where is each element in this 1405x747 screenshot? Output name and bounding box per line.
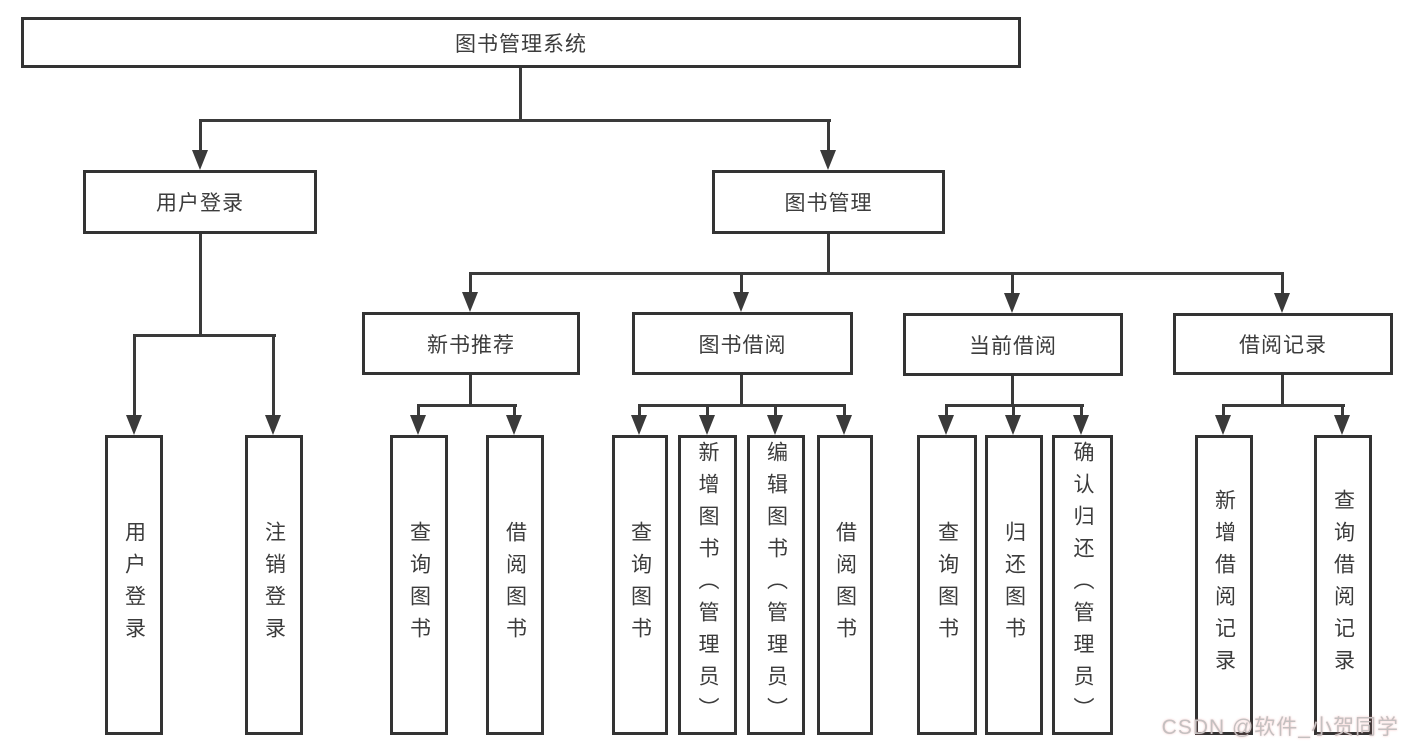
leaf-user-login: 用户登录: [105, 435, 163, 735]
connector-root-down: [519, 68, 522, 121]
leaf-borrow-add-book-label: 新增图书（管理员）: [696, 441, 719, 729]
node-new-book-recommend-label: 新书推荐: [427, 333, 515, 357]
node-borrow-record: 借阅记录: [1173, 313, 1393, 375]
arrowhead-icon: [1005, 415, 1021, 435]
arrowhead-icon: [631, 415, 647, 435]
connector-drop: [945, 404, 948, 417]
arrowhead-icon: [1073, 415, 1089, 435]
arrowhead-icon: [938, 415, 954, 435]
connector-drop: [774, 404, 777, 417]
leaf-borrow-book: 借阅图书: [817, 435, 873, 735]
connector-drop: [1080, 404, 1083, 417]
connector-drop: [1222, 404, 1225, 417]
connector-current-borrow-down: [1011, 376, 1014, 407]
leaf-current-query: 查询图书: [917, 435, 977, 735]
connector-drop: [272, 334, 275, 417]
leaf-current-query-label: 查询图书: [935, 521, 959, 649]
connector-to-user-login: [199, 119, 202, 152]
leaf-newbook-query: 查询图书: [390, 435, 448, 735]
arrowhead-icon: [1334, 415, 1350, 435]
leaf-borrow-edit-book: 编辑图书（管理员）: [747, 435, 805, 735]
arrowhead-icon: [506, 415, 522, 435]
arrowhead-icon: [1274, 293, 1290, 313]
arrowhead-icon: [265, 415, 281, 435]
arrowhead-icon: [126, 415, 142, 435]
node-borrow-record-label: 借阅记录: [1239, 334, 1327, 357]
leaf-confirm-return-label: 确认归还（管理员）: [1071, 441, 1094, 729]
connector-drop: [469, 272, 472, 294]
connector-drop: [513, 404, 516, 417]
connector-drop: [638, 404, 641, 417]
connector-drop: [1012, 404, 1015, 417]
connector-drop: [1341, 404, 1344, 417]
arrowhead-icon: [733, 292, 749, 312]
connector-drop: [133, 334, 136, 417]
node-root-label: 图书管理系统: [455, 32, 587, 56]
connector-drop: [843, 404, 846, 417]
node-book-management-label: 图书管理: [784, 192, 873, 215]
leaf-logout: 注销登录: [245, 435, 303, 735]
connector-book-borrow-down: [740, 375, 743, 407]
node-user-login-label: 用户登录: [156, 192, 244, 215]
leaf-add-borrow-record: 新增借阅记录: [1195, 435, 1253, 735]
connector-root-split: [199, 119, 831, 122]
connector-drop: [1281, 272, 1284, 295]
node-root: 图书管理系统: [21, 17, 1021, 68]
connector-to-book-management: [827, 119, 830, 152]
leaf-confirm-return: 确认归还（管理员）: [1052, 435, 1113, 735]
leaf-return-book: 归还图书: [985, 435, 1043, 735]
node-book-management: 图书管理: [712, 170, 945, 234]
connector-book-management-split: [469, 272, 1283, 275]
connector-drop: [1011, 272, 1014, 295]
arrowhead-icon: [1004, 293, 1020, 313]
connector-borrow-record-down: [1281, 375, 1284, 407]
connector-user-login-split: [133, 334, 276, 337]
connector-user-login-down: [199, 234, 202, 336]
leaf-newbook-borrow-label: 借阅图书: [503, 521, 527, 649]
connector-drop: [740, 272, 743, 294]
leaf-logout-label: 注销登录: [262, 521, 286, 649]
arrowhead-icon: [410, 415, 426, 435]
node-current-borrow: 当前借阅: [903, 313, 1123, 376]
node-current-borrow-label: 当前借阅: [969, 334, 1057, 358]
leaf-newbook-query-label: 查询图书: [407, 521, 431, 649]
connector-book-borrow-split: [638, 404, 846, 407]
arrowhead-icon: [699, 415, 715, 435]
leaf-borrow-edit-book-label: 编辑图书（管理员）: [764, 441, 788, 729]
leaf-add-borrow-record-label: 新增借阅记录: [1212, 489, 1236, 681]
connector-new-book-split: [417, 404, 517, 407]
connector-new-book-down: [469, 375, 472, 407]
arrowhead-icon: [462, 292, 478, 312]
leaf-borrow-book-label: 借阅图书: [833, 521, 857, 649]
arrowhead-icon: [836, 415, 852, 435]
leaf-return-book-label: 归还图书: [1002, 521, 1026, 649]
connector-book-management-down: [827, 234, 830, 275]
leaf-user-login-label: 用户登录: [122, 521, 146, 649]
arrowhead-icon: [1215, 415, 1231, 435]
leaf-query-borrow-record: 查询借阅记录: [1314, 435, 1372, 735]
leaf-borrow-add-book: 新增图书（管理员）: [678, 435, 737, 735]
connector-borrow-record-split: [1222, 404, 1345, 407]
node-user-login: 用户登录: [83, 170, 317, 234]
node-book-borrow-label: 图书借阅: [698, 333, 787, 357]
leaf-borrow-query: 查询图书: [612, 435, 668, 735]
leaf-newbook-borrow: 借阅图书: [486, 435, 544, 735]
arrowhead-icon: [820, 150, 836, 170]
connector-drop: [417, 404, 420, 417]
node-book-borrow: 图书借阅: [632, 312, 853, 375]
watermark: CSDN @软件_小贺同学: [1161, 716, 1399, 739]
arrowhead-icon: [767, 415, 783, 435]
leaf-borrow-query-label: 查询图书: [628, 521, 652, 649]
arrowhead-icon: [192, 150, 208, 170]
leaf-query-borrow-record-label: 查询借阅记录: [1331, 489, 1355, 681]
connector-drop: [706, 404, 709, 417]
node-new-book-recommend: 新书推荐: [362, 312, 580, 375]
